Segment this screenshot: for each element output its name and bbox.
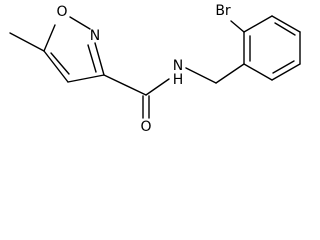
carbonyl-oxygen-label: O <box>140 119 151 135</box>
bond-ring-5 <box>271 63 301 81</box>
atom-labels: O N N H O Br <box>56 3 230 135</box>
ring-nitrogen-label: N <box>90 28 100 44</box>
bond-n2-c3 <box>94 42 105 76</box>
bond-aryl-br <box>230 20 245 33</box>
ring-oxygen-label: O <box>56 4 67 20</box>
bond-c5-o1 <box>43 24 56 52</box>
bond-ring-inner-b <box>274 22 296 36</box>
amide-nitrogen-label: N <box>173 58 183 74</box>
bond-c3-c4 <box>67 74 105 83</box>
amide-hydrogen-label: H <box>173 72 184 88</box>
bond-ring-3 <box>271 15 301 33</box>
bonds <box>9 15 301 119</box>
bond-ch2-aryl <box>215 63 245 84</box>
bromine-label: Br <box>215 3 231 19</box>
bond-ring-inner-c <box>272 60 295 74</box>
bond-carbonyl-n <box>145 78 170 96</box>
bond-n-ch2 <box>185 67 217 84</box>
bond-c3-carbonyl <box>103 74 147 96</box>
bond-c4-c5 <box>43 50 69 83</box>
bond-o1-n2 <box>69 16 91 30</box>
bond-methyl-c5 <box>9 32 45 52</box>
bond-n2-c3-inner <box>87 44 97 73</box>
molecule-structure: O N N H O Br <box>9 3 301 135</box>
bond-ring-2 <box>243 15 273 33</box>
bond-c4-c5-inner <box>50 52 70 75</box>
bond-ring-6 <box>243 63 273 81</box>
